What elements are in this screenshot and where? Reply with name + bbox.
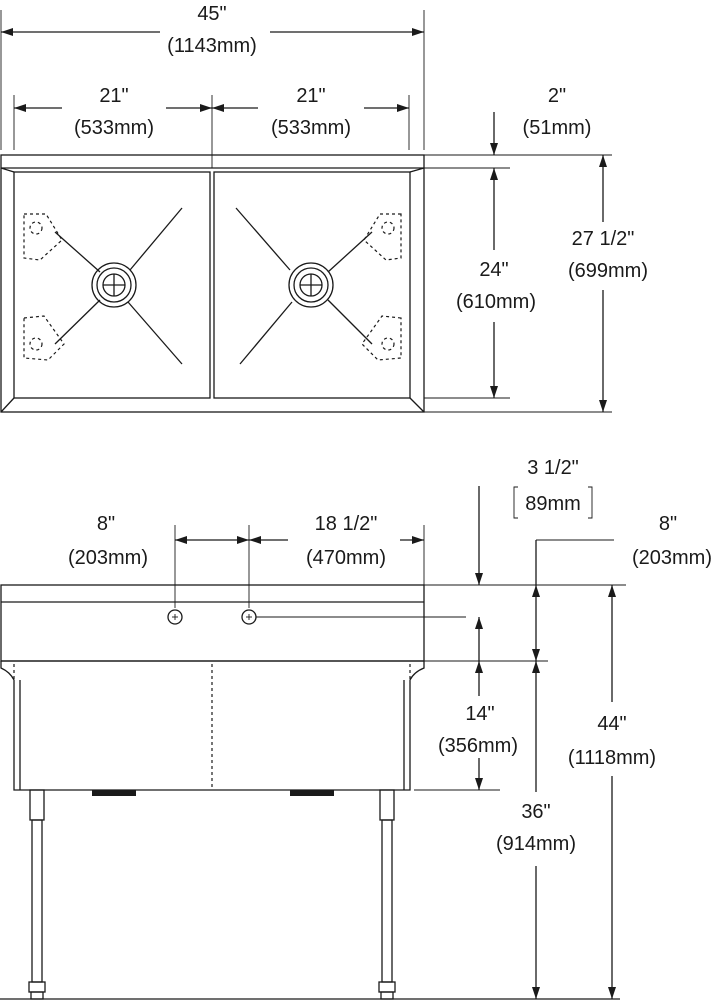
rim-depth-imperial: 2" — [548, 85, 566, 107]
faucet-offset-metric: (203mm) — [68, 547, 148, 569]
sink-outline-top — [0, 154, 425, 413]
slope-line — [129, 207, 183, 271]
corner-pad-icon — [23, 315, 65, 361]
arrowhead — [14, 104, 26, 112]
rim-depth-metric: (51mm) — [523, 117, 592, 139]
arrowhead — [599, 155, 607, 167]
bowl-depth-imperial: 14" — [465, 703, 494, 725]
corner-line — [409, 397, 425, 413]
slope-line — [54, 299, 101, 345]
overall-height-imperial: 44" — [597, 713, 626, 735]
drain-outlet — [290, 790, 334, 796]
slope-line — [327, 299, 373, 345]
arrowhead — [412, 28, 424, 36]
arrowhead — [532, 987, 540, 999]
corner-line — [409, 167, 425, 173]
leg — [378, 789, 396, 1000]
slope-line — [127, 301, 183, 365]
faucet-offset-imperial: 8" — [97, 513, 115, 535]
bowl-depth-top-metric: (610mm) — [456, 291, 536, 313]
faucet-height-imperial: 3 1/2" — [527, 457, 579, 479]
bowl-depth-top-imperial: 24" — [479, 259, 508, 281]
arrowhead — [490, 386, 498, 398]
rim-height-metric: (914mm) — [496, 833, 576, 855]
leg — [28, 789, 46, 1000]
arrowhead — [212, 104, 224, 112]
right-bowl — [213, 171, 411, 399]
arrowhead — [608, 987, 616, 999]
overall-depth-metric: (699mm) — [568, 260, 648, 282]
arrowhead — [532, 649, 540, 661]
backsplash-height-imperial: 8" — [659, 513, 677, 535]
right-bowl-width-imperial: 21" — [296, 85, 325, 107]
faucet-hole-icon — [167, 609, 183, 625]
left-bowl — [13, 171, 211, 399]
bowl-depth-metric: (356mm) — [438, 735, 518, 757]
right-bowl-width-metric: (533mm) — [271, 117, 351, 139]
drain-icon — [91, 262, 137, 308]
slope-line — [235, 207, 291, 271]
corner-pad-icon — [23, 213, 63, 261]
faucet-to-end-imperial: 18 1/2" — [315, 513, 378, 535]
left-bowl-width-imperial: 21" — [99, 85, 128, 107]
arrowhead — [200, 104, 212, 112]
backsplash — [0, 584, 425, 662]
overall-width-metric: (1143mm) — [167, 35, 257, 57]
arrowhead — [532, 585, 540, 597]
drain-outlet — [92, 790, 136, 796]
overall-width-imperial: 45" — [197, 3, 226, 25]
arrowhead — [490, 168, 498, 180]
overall-depth-imperial: 27 1/2" — [572, 228, 635, 250]
slope-line — [54, 231, 101, 273]
arrowhead — [175, 536, 187, 544]
arrowhead — [490, 143, 498, 155]
arrowhead — [412, 536, 424, 544]
front-view: 8" (203mm) 18 1/2" (470mm) 3 1/2" 89mm 8… — [0, 457, 712, 1000]
bowl-body — [0, 661, 425, 791]
arrowhead — [475, 573, 483, 585]
left-bowl-width-metric: (533mm) — [74, 117, 154, 139]
arrowhead — [608, 585, 616, 597]
corner-pad-icon — [363, 213, 402, 261]
corner-line — [0, 397, 15, 413]
arrowhead — [475, 617, 483, 629]
corner-pad-icon — [361, 315, 402, 361]
faucet-to-end-metric: (470mm) — [306, 547, 386, 569]
top-view: 45" (1143mm) 21" (533mm) 21" (533mm) — [0, 3, 648, 413]
arrowhead — [475, 778, 483, 790]
overall-height-metric: (1118mm) — [568, 747, 656, 769]
corner-line — [0, 167, 15, 173]
faucet-height-metric: 89mm — [525, 493, 581, 515]
arrowhead — [237, 536, 249, 544]
drain-icon — [288, 262, 334, 308]
backsplash-height-metric: (203mm) — [632, 547, 712, 569]
arrowhead — [599, 400, 607, 412]
rim-height-imperial: 36" — [521, 801, 550, 823]
slope-line — [239, 301, 293, 365]
arrowhead — [532, 661, 540, 673]
arrowhead — [397, 104, 409, 112]
arrowhead — [1, 28, 13, 36]
arrowhead — [475, 661, 483, 673]
arrowhead — [249, 536, 261, 544]
